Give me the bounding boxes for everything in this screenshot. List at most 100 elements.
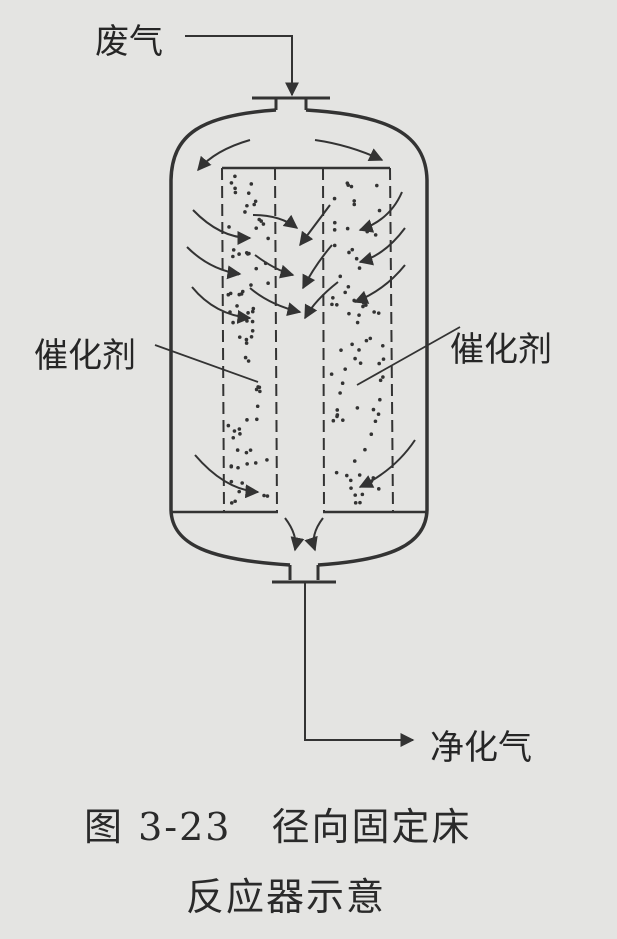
catalyst-particle xyxy=(265,458,269,462)
catalyst-particle xyxy=(332,228,337,232)
catalyst-particle xyxy=(226,423,231,428)
catalyst-particle xyxy=(259,219,264,223)
catalyst-particle xyxy=(245,252,250,256)
catalyst-particle xyxy=(343,290,347,295)
flow-arrow xyxy=(299,204,331,247)
leader-line-left xyxy=(154,344,259,383)
bed-screens xyxy=(221,167,394,513)
catalyst-particle xyxy=(235,304,239,308)
catalyst-particle xyxy=(364,303,368,307)
catalyst-particle xyxy=(338,391,342,395)
catalyst-particle xyxy=(347,250,351,255)
catalyst-particle xyxy=(338,274,343,279)
catalyst-particle xyxy=(245,319,249,323)
catalyst-particle xyxy=(255,404,260,409)
catalyst-particle xyxy=(250,319,255,324)
flow-arrow xyxy=(314,139,384,161)
bottom-nozzle xyxy=(272,565,336,584)
catalyst-particle xyxy=(371,407,376,412)
catalyst-particle xyxy=(381,375,385,379)
catalyst-particle xyxy=(244,341,249,345)
flow-arrow xyxy=(197,139,251,172)
catalyst-particle xyxy=(265,494,270,498)
catalyst-particle xyxy=(376,311,381,315)
catalyst-particle xyxy=(365,229,370,234)
catalyst-particle xyxy=(231,254,235,259)
catalyst-particle xyxy=(233,190,238,195)
catalyst-particle xyxy=(231,320,235,325)
catalyst-particle xyxy=(245,462,249,466)
catalyst-particle xyxy=(251,306,256,311)
catalyst-particle xyxy=(233,174,237,179)
catalyst-particle xyxy=(233,499,237,504)
catalyst-particle xyxy=(255,417,259,422)
catalyst-label-left: 催化剂 xyxy=(34,336,136,376)
catalyst-particle xyxy=(228,291,233,296)
catalyst-particle xyxy=(349,486,353,490)
catalyst-particle xyxy=(261,222,266,226)
flow-arrow xyxy=(358,191,403,233)
catalyst-particle xyxy=(250,328,255,333)
flow-arrow xyxy=(304,281,339,320)
vessel-shell xyxy=(169,108,429,567)
catalyst-particle xyxy=(266,236,270,241)
catalyst-particle xyxy=(381,357,386,361)
catalyst-particle xyxy=(377,208,382,213)
catalyst-particle xyxy=(256,385,260,389)
catalyst-particle xyxy=(368,336,373,341)
catalyst-particle xyxy=(355,406,360,410)
catalyst-particle xyxy=(331,295,335,300)
catalyst-particle xyxy=(344,473,349,478)
catalyst-particle xyxy=(335,302,339,307)
catalyst-particle xyxy=(350,342,354,347)
catalyst-particle xyxy=(249,283,253,287)
flow-arrow xyxy=(284,517,305,552)
catalyst-particle xyxy=(357,473,362,477)
catalyst-particle xyxy=(249,182,254,186)
catalyst-particle xyxy=(377,361,381,366)
catalyst-particle xyxy=(373,419,378,424)
catalyst-particle xyxy=(237,489,242,494)
catalyst-particle xyxy=(250,309,255,314)
catalyst-particle xyxy=(353,493,358,497)
flow-arrow xyxy=(186,246,242,280)
catalyst-particle xyxy=(237,252,241,256)
outlet-pipe xyxy=(304,582,415,747)
catalyst-particle xyxy=(335,413,340,417)
catalyst-particle xyxy=(243,210,247,214)
catalyst-particle xyxy=(331,418,336,423)
catalyst-particle xyxy=(246,359,251,363)
catalyst-particle xyxy=(349,184,354,189)
catalyst-particle xyxy=(232,429,237,433)
catalyst-particle xyxy=(229,181,234,185)
leader-line-right xyxy=(356,326,461,386)
catalyst-particle xyxy=(266,281,270,286)
catalyst-particle xyxy=(352,202,357,207)
flow-arrow xyxy=(194,454,260,499)
flow-arrow xyxy=(254,254,295,279)
catalyst-particle xyxy=(238,432,242,436)
catalyst-particle xyxy=(231,248,236,252)
catalyst-particle xyxy=(376,412,381,417)
catalyst-particle xyxy=(369,432,374,436)
catalyst-particles xyxy=(226,174,386,505)
catalyst-particle xyxy=(245,203,249,208)
catalyst-particle xyxy=(340,381,345,386)
catalyst-particle xyxy=(249,334,254,339)
catalyst-particle xyxy=(358,361,363,365)
inlet-pipe xyxy=(185,35,299,97)
catalyst-particle xyxy=(363,447,367,452)
catalyst-particle xyxy=(262,493,266,498)
catalyst-label-right: 催化剂 xyxy=(450,330,552,370)
caption-line-2: 反应器示意 xyxy=(186,875,387,919)
catalyst-particle xyxy=(345,226,350,231)
catalyst-particle xyxy=(244,337,249,342)
flow-arrow xyxy=(353,264,406,304)
flow-arrow xyxy=(358,439,416,488)
catalyst-particle xyxy=(246,191,251,195)
catalyst-particle xyxy=(258,389,262,394)
catalyst-particle xyxy=(372,310,376,314)
catalyst-particle xyxy=(380,343,385,348)
catalyst-particle xyxy=(353,356,357,361)
catalyst-particle xyxy=(348,478,353,483)
